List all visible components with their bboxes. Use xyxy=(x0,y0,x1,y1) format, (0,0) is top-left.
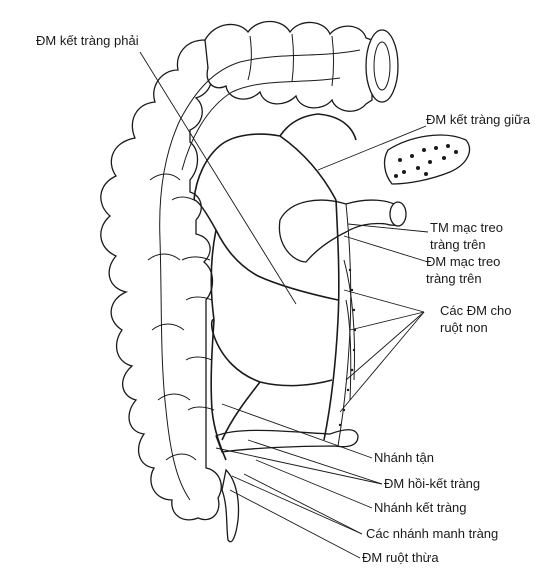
arteries xyxy=(171,113,357,461)
label-middle-colic-artery: ĐM kết tràng giữa xyxy=(426,112,531,127)
label-sm-artery-line2: tràng trên xyxy=(426,271,482,286)
label-cecal-branches: Các nhánh manh tràng xyxy=(366,526,498,541)
label-sm-vein-line2: tràng trên xyxy=(430,237,486,252)
leader-lines xyxy=(139,51,429,559)
pancreas-texture xyxy=(394,144,458,178)
labels: ĐM kết tràng phải ĐM kết tràng giữa TM m… xyxy=(36,33,531,565)
colon xyxy=(100,20,399,521)
label-sm-artery-line1: ĐM mạc treo xyxy=(426,254,500,269)
duodenum xyxy=(278,199,407,263)
label-appendicular-artery: ĐM ruột thừa xyxy=(362,550,439,565)
transverse-colon xyxy=(204,20,373,112)
ascending-colon xyxy=(100,39,225,521)
label-sm-vein-line1: TM mạc treo xyxy=(430,220,503,235)
label-colic-branch: Nhánh kết tràng xyxy=(374,500,467,515)
label-small-intestine-arteries-line1: Các ĐM cho xyxy=(440,303,512,318)
label-right-colic-artery: ĐM kết tràng phải xyxy=(36,33,139,48)
colon-cut-end xyxy=(365,29,399,103)
ileocolic-artery xyxy=(210,318,333,387)
terminal-ileum xyxy=(215,429,359,453)
label-small-intestine-arteries-line2: ruột non xyxy=(440,320,488,335)
appendix xyxy=(221,468,240,543)
superior-mesenteric-artery xyxy=(323,199,340,441)
taenia-coli xyxy=(159,49,361,501)
label-ileocolic-artery: ĐM hồi-kết tràng xyxy=(384,476,480,491)
middle-colic-artery xyxy=(193,133,337,201)
right-colic-artery xyxy=(193,199,339,301)
label-terminal-branch: Nhánh tận xyxy=(374,450,434,465)
